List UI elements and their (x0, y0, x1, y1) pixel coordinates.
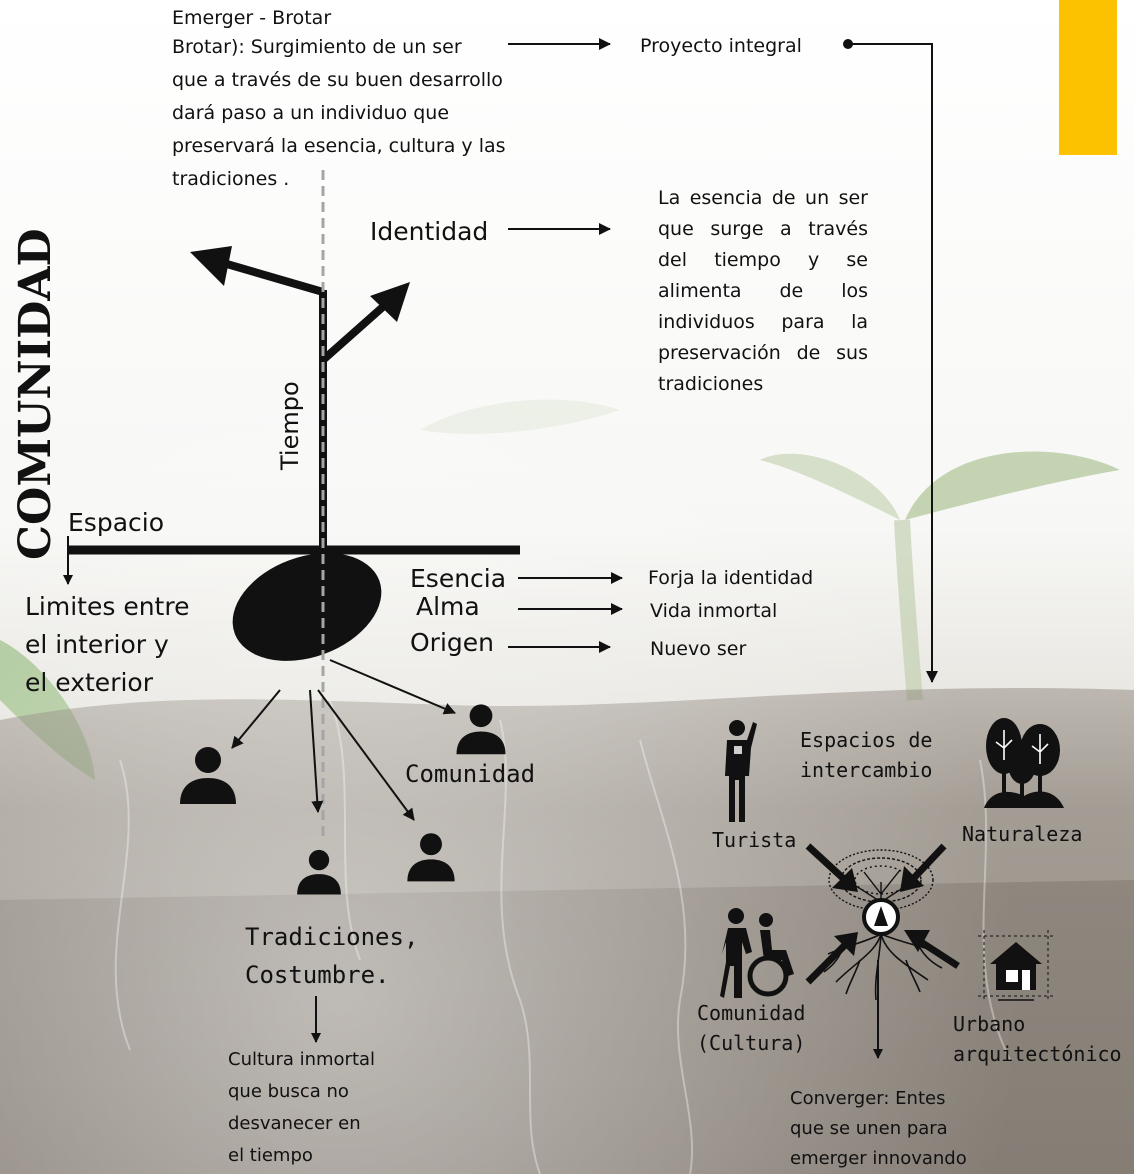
espacio-description-line: el exterior (25, 668, 153, 697)
sprout-arrowhead-right (370, 282, 410, 322)
espacios-intercambio-line: Espacios de (800, 728, 933, 752)
person-icon (407, 833, 455, 882)
tourist-icon (725, 720, 757, 822)
sprout-branch-left (218, 258, 325, 296)
urbano-line: Urbano (953, 1012, 1026, 1036)
person-icon (456, 704, 506, 755)
espacio-label: Espacio (68, 508, 164, 537)
sprout-arrowhead-left (190, 246, 232, 286)
emerger-line: que a través de su buen desarrollo (172, 69, 503, 91)
urbano-line: arquitectónico (953, 1042, 1122, 1066)
tradiciones-description-line: Cultura inmortal (228, 1049, 376, 1070)
tradiciones-label-line: Costumbre. (245, 961, 390, 989)
converger-line: Converger: Entes (790, 1088, 946, 1109)
seed-meaning-origen: Nuevo ser (650, 638, 747, 660)
arrow-seed-person-right-bottom (317, 689, 415, 821)
emerger-line: dará paso a un individuo que (172, 102, 450, 124)
conv-arrow-se (916, 937, 960, 969)
espacio-description-line: Limites entre (25, 592, 190, 621)
espacios-intercambio-line: intercambio (800, 758, 933, 782)
house-icon (978, 930, 1054, 1002)
conv-arrowhead-nw (832, 868, 858, 892)
conv-arrowhead-ne (900, 866, 924, 892)
emerger-heading: Emerger - Brotar (172, 7, 332, 29)
seed (232, 553, 382, 661)
seed-term-alma: Alma (416, 592, 480, 621)
tiempo-label: Tiempo (276, 381, 304, 470)
naturaleza-label: Naturaleza (962, 822, 1083, 846)
arrow-seed-person-bottom (309, 689, 324, 813)
caregiver-wheelchair-icon (720, 908, 794, 998)
arrow-seed-person-left (231, 689, 281, 749)
conv-arrowhead-se (904, 930, 930, 952)
emerger-line: preservará la esencia, cultura y las (172, 135, 506, 157)
trees-icon (984, 718, 1064, 808)
person-icon (180, 747, 236, 804)
seed-meaning-esencia: Forja la identidad (648, 567, 814, 589)
conv-arrowhead-sw (834, 932, 858, 956)
accent-bar (1059, 0, 1117, 155)
conv-arrow-ne (909, 843, 947, 883)
conv-arrow-nw (805, 843, 848, 883)
proyecto-integral-label: Proyecto integral (640, 35, 802, 57)
tree-roots-icon (823, 849, 943, 1001)
tradiciones-label-line: Tradiciones, (245, 923, 419, 951)
seed-meaning-alma: Vida inmortal (650, 600, 778, 622)
seed-term-esencia: Esencia (410, 564, 507, 593)
comunidad-label: Comunidad (405, 760, 536, 788)
seed-term-origen: Origen (410, 628, 494, 657)
arrow-seed-person-comunidad (329, 659, 456, 715)
conv-arrow-sw (805, 941, 849, 985)
title-comunidad: COMUNIDAD (10, 228, 61, 560)
proyecto-connector (848, 43, 938, 683)
turista-label: Turista (712, 828, 797, 852)
tradiciones-description-line: el tiempo (228, 1145, 313, 1166)
converger-line: que se unen para (790, 1118, 948, 1139)
comunidad-cultura-line: Comunidad (697, 1001, 806, 1025)
identidad-label: Identidad (370, 217, 489, 246)
converger-line: emerger innovando (790, 1148, 967, 1169)
tradiciones-description-line: desvanecer en (228, 1113, 361, 1134)
emerger-line: tradiciones . (172, 168, 290, 190)
comunidad-cultura-line: (Cultura) (697, 1031, 806, 1055)
tradiciones-description-line: que busca no (228, 1081, 349, 1102)
identidad-description: La esencia de un ser que surge a través … (658, 187, 868, 395)
sprout-branch-right (320, 302, 388, 363)
emerger-line: Brotar): Surgimiento de un ser (172, 36, 462, 58)
espacio-description-line: el interior y (25, 630, 169, 659)
person-icon (297, 849, 341, 895)
